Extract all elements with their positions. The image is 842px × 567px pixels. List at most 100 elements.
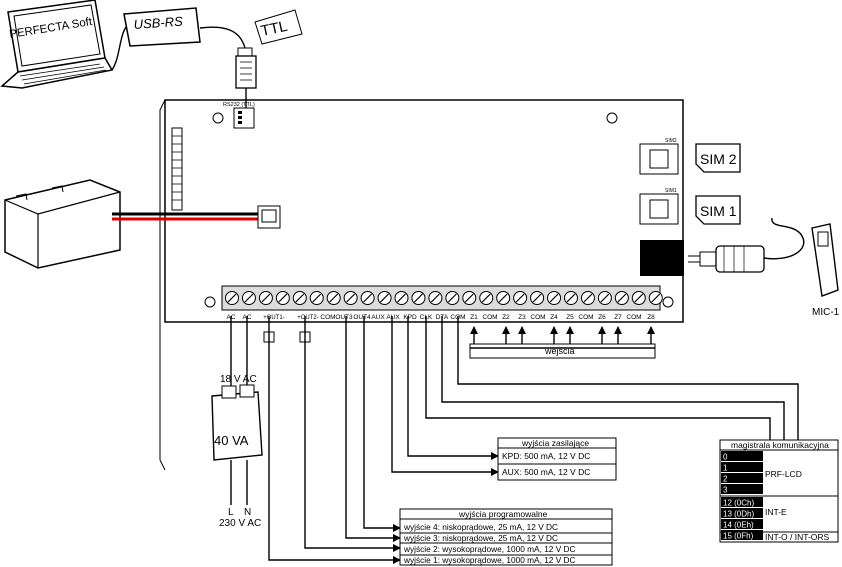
sim2-card-label: SIM 2 [700,151,737,167]
bus-address-4: 12 (0Ch) [723,498,754,507]
terminal-screw-slot [447,293,457,303]
terminal-label-z6: Z6 [598,314,606,321]
bus-group-int-o: INT-O / INT-ORS [765,532,830,542]
terminal-label-out3: OUT3 [335,314,353,321]
wire-out1 [268,316,401,564]
terminal-screw-slot [261,293,271,303]
enclosure-edge [159,99,166,471]
power-output-kpd: KPD: 500 mA, 12 V DC [502,451,590,461]
terminal-screw-slot [295,293,305,303]
bus-group-int-e: INT-E [765,507,787,517]
terminal-screw-slot [566,293,576,303]
rs232-label: RS232 (TTL) [223,102,255,108]
bus-address-1: 1 [723,463,728,472]
prog-output-2: wyjście 2: wysokoprądowe, 1000 mA, 12 V … [403,544,576,554]
terminal-screw-slot [278,293,288,303]
bus-address-cell [721,508,763,518]
bus-address-cell [721,497,763,507]
sim1-card-label: SIM 1 [700,203,737,219]
rs232-ttl-port: RS232 (TTL) [223,102,255,129]
mounting-hole-bl [204,296,216,308]
bus-address-5: 13 (0Dh) [723,509,754,518]
terminal-screw-slot [532,293,542,303]
terminal-screw-slot [600,293,610,303]
input-arrows [470,326,655,344]
terminal-screw-slot [244,293,254,303]
inputs-bracket [469,343,656,359]
transformer-pin-n: N [244,507,251,518]
bus-address-cell [721,451,763,461]
ttl-cable [199,26,246,49]
battery-connector [257,205,281,229]
terminal-label-com: COM [482,314,497,321]
ttl-label: TTL [259,18,289,40]
wire-out2 [304,316,401,552]
terminal-label-aux: AUX [386,314,400,321]
power-output-aux: AUX: 500 mA, 12 V DC [502,467,590,477]
terminal-label-z2: Z2 [502,314,510,321]
microphone-label: MIC-1 [812,307,840,318]
bus-address-3: 3 [723,485,728,494]
edge-connector-strip [171,127,183,211]
bus-group-prf-lcd: PRF-LCD [765,469,802,479]
bus-address-6: 14 (0Eh) [723,520,754,529]
terminal-screw-slot [346,293,356,303]
bus-address-0: 0 [723,452,728,461]
terminal-screw-slot [414,293,423,303]
sim1-slot-label: SIM1 [665,188,677,194]
audio-jack [640,240,684,276]
terminal-screw-slot [549,293,559,303]
terminal-screw-slot [430,293,440,303]
transformer-rating: 40 VA [214,433,249,448]
bus-address-2: 2 [723,474,728,483]
sim2-slot-label: SIM2 [665,138,677,144]
wire-kpd [407,316,499,460]
power-outputs-title: wyjścia zasilające [521,438,589,448]
terminal-screw-slot [329,293,339,303]
sim2-holder: SIM2 [639,138,679,175]
ttl-label-tag: TTL [254,9,303,45]
terminal-label-kpd: KPD [403,314,417,321]
usb-rs-converter: USB-RS [123,7,201,47]
battery [4,179,121,269]
terminal-screw-slot [380,293,389,303]
terminal-screw-slot [515,293,525,303]
terminal-screw-slot [634,293,644,303]
power-outputs-table: wyjścia zasilające KPD: 500 mA, 12 V DC … [497,437,617,481]
control-board [164,99,684,323]
terminal-screw-slot [651,293,661,303]
bus-address-7: 15 (0Fh) [723,531,754,540]
prog-output-4: wyjście 4: niskoprądowe, 25 mA, 12 V DC [403,522,558,532]
terminal-label-out4: OUT4 [353,314,371,321]
terminal-screw-slot [498,293,508,303]
laptop: PERFECTA Soft [0,0,114,89]
terminal-label-z4: Z4 [550,314,558,321]
terminal-label-com: COM [626,314,641,321]
prog-output-1: wyjście 1: wysokoprądowe, 1000 mA, 12 V … [403,555,576,565]
transformer-top-label: 18 V AC [220,374,257,385]
mains-leads [230,460,248,505]
terminal-screw-slot [464,293,474,303]
terminal-screw-slot [363,293,373,303]
terminal-label-z7: Z7 [614,314,622,321]
terminal-label-z1: Z1 [470,314,478,321]
terminal-label-com: COM [578,314,593,321]
wire-clk [425,316,771,440]
terminal-screws [225,291,663,305]
terminal-screw-slot [312,293,322,303]
prog-outputs-title: wyjścia programowalne [458,509,548,519]
wire-com [457,316,799,440]
bus-title: magistrala komunikacyjna [731,440,829,450]
terminal-label-aux: AUX [371,314,385,321]
prog-output-3: wyjście 3: niskoprądowe, 25 mA, 12 V DC [403,533,558,543]
terminal-screw-slot [583,293,593,303]
bus-address-cell [721,484,763,494]
terminal-screw-slot [617,293,627,303]
terminal-label-z8: Z8 [647,314,655,321]
transformer-bottom-label: 230 V AC [219,518,261,529]
programmable-outputs-table: wyjścia programowalne wyjście 4: niskopr… [399,508,613,566]
sim1-card: SIM 1 [695,195,741,225]
sim2-card: SIM 2 [695,143,741,173]
wire-out4 [363,316,401,532]
bus-table: magistrala komunikacyjna 0 1 2 3 12 (0Ch) 13 … [719,439,839,543]
